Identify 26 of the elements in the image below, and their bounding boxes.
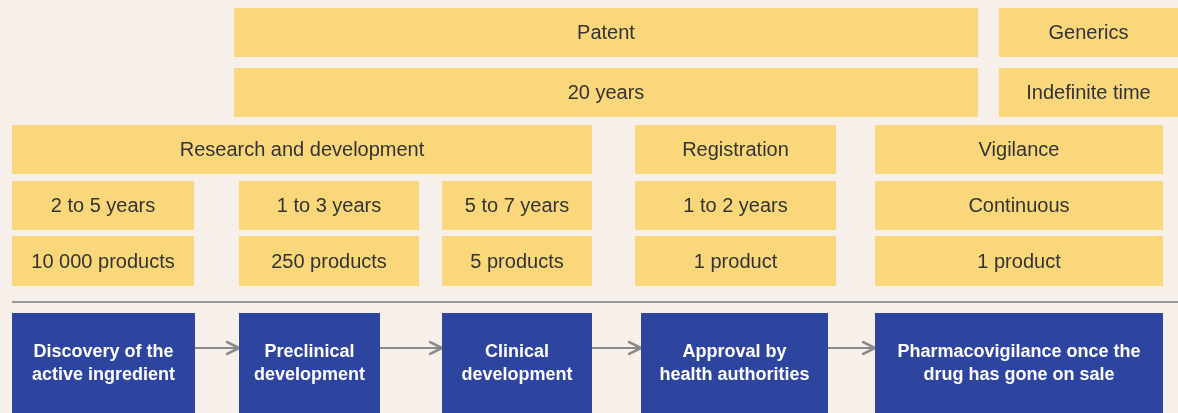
period-bar: 1 to 3 years xyxy=(239,181,419,230)
period-bar: Patent xyxy=(234,8,978,57)
period-bar: 5 products xyxy=(442,236,592,286)
stage-box: Clinical development xyxy=(442,313,592,413)
period-bar: 10 000 products xyxy=(12,236,194,286)
period-bar: Registration xyxy=(635,125,836,174)
period-bar: 20 years xyxy=(234,68,978,117)
period-bar: Generics xyxy=(999,8,1178,57)
period-bar: Continuous xyxy=(875,181,1163,230)
stage-box: Pharmacovigilance once the drug has gone on sale xyxy=(875,313,1163,413)
arrow xyxy=(827,340,877,356)
arrow xyxy=(591,340,643,356)
stage-box: Discovery of the active ingredient xyxy=(12,313,195,413)
period-bar: 2 to 5 years xyxy=(12,181,194,230)
arrow xyxy=(194,340,241,356)
period-bar: Research and development xyxy=(12,125,592,174)
period-bar: Indefinite time xyxy=(999,68,1178,117)
stage-box: Approval by health authorities xyxy=(641,313,828,413)
arrow xyxy=(379,340,444,356)
period-bar: 250 products xyxy=(239,236,419,286)
period-bar: 1 to 2 years xyxy=(635,181,836,230)
period-bar: 1 product xyxy=(875,236,1163,286)
stage-box: Preclinical development xyxy=(239,313,380,413)
period-bar: 1 product xyxy=(635,236,836,286)
period-bar: Vigilance xyxy=(875,125,1163,174)
period-bar: 5 to 7 years xyxy=(442,181,592,230)
